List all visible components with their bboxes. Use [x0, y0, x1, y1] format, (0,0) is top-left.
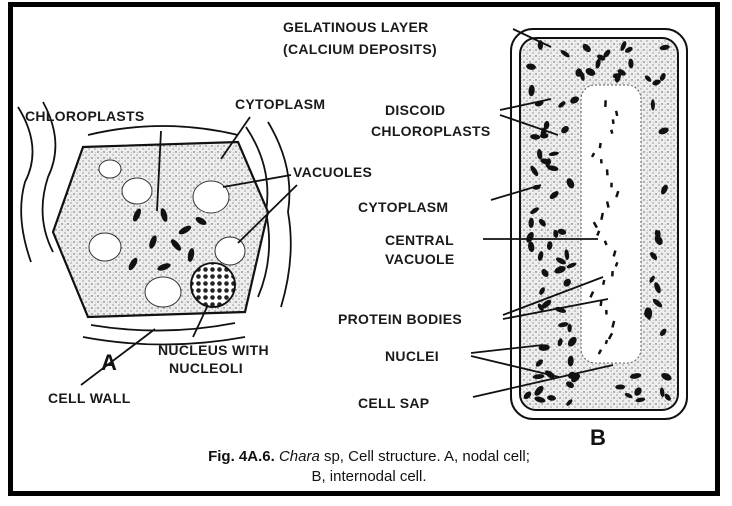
caption-line1-rest: sp, Cell structure. A, nodal cell;	[320, 448, 530, 465]
caption-line2: B, internodal cell.	[13, 467, 720, 487]
label-chloroplasts: CHLOROPLASTS	[25, 108, 145, 124]
protein-body	[612, 119, 615, 124]
central-vacuole	[581, 85, 641, 363]
label-central-line2: VACUOLE	[385, 251, 455, 267]
vacuole	[122, 178, 152, 204]
adjacent-cell-wall-left-outer	[18, 107, 33, 262]
vacuole	[145, 277, 181, 307]
caption-line1: Fig. 4A.6. Chara sp, Cell structure. A, …	[13, 447, 720, 467]
protein-body	[604, 100, 607, 107]
protein-body	[610, 183, 613, 188]
protein-body	[611, 271, 614, 276]
adjacent-cell-wall-right-outer	[268, 122, 291, 307]
label-protein-bodies: PROTEIN BODIES	[338, 311, 462, 327]
internodal-cell: GELATINOUS LAYER (CALCIUM DEPOSITS) DISC…	[283, 19, 687, 450]
leader-cell-wall	[81, 329, 155, 385]
adjacent-cell-wall-top	[88, 126, 238, 135]
label-cell-sap: CELL SAP	[358, 395, 429, 411]
caption-genus: Chara	[279, 448, 320, 465]
protein-body	[600, 159, 603, 163]
label-cytoplasm-b: CYTOPLASM	[358, 199, 448, 215]
protein-body	[605, 310, 608, 315]
label-gelatinous-line2: (CALCIUM DEPOSITS)	[283, 41, 437, 57]
label-gelatinous-line1: GELATINOUS LAYER	[283, 19, 429, 35]
adjacent-cell-wall-bottom	[91, 323, 235, 331]
figure-caption: Fig. 4A.6. Chara sp, Cell structure. A, …	[13, 447, 720, 487]
label-vacuoles: VACUOLES	[293, 164, 372, 180]
vacuole	[99, 160, 121, 178]
chara-cell-diagram: CHLOROPLASTS CYTOPLASM VACUOLES NUCLEUS …	[13, 7, 715, 491]
nucleus	[191, 263, 235, 307]
label-nucleus-line2: NUCLEOLI	[169, 360, 243, 376]
caption-fig-number: Fig. 4A.6.	[208, 448, 275, 465]
label-cytoplasm-a: CYTOPLASM	[235, 96, 325, 112]
vacuole	[193, 181, 229, 213]
label-nuclei: NUCLEI	[385, 348, 439, 364]
label-cell-wall: CELL WALL	[48, 390, 131, 406]
label-discoid-line2: CHLOROPLASTS	[371, 123, 491, 139]
label-discoid-line1: DISCOID	[385, 102, 445, 118]
discoid-chloroplast	[567, 324, 571, 333]
label-central-line1: CENTRAL	[385, 232, 454, 248]
vacuole	[89, 233, 121, 261]
label-letter-a: A	[101, 350, 117, 375]
figure-frame: CHLOROPLASTS CYTOPLASM VACUOLES NUCLEUS …	[8, 2, 720, 496]
protein-body	[606, 169, 609, 175]
nodal-cell: CHLOROPLASTS CYTOPLASM VACUOLES NUCLEUS …	[18, 96, 372, 406]
label-nucleus-line1: NUCLEUS WITH	[158, 342, 269, 358]
